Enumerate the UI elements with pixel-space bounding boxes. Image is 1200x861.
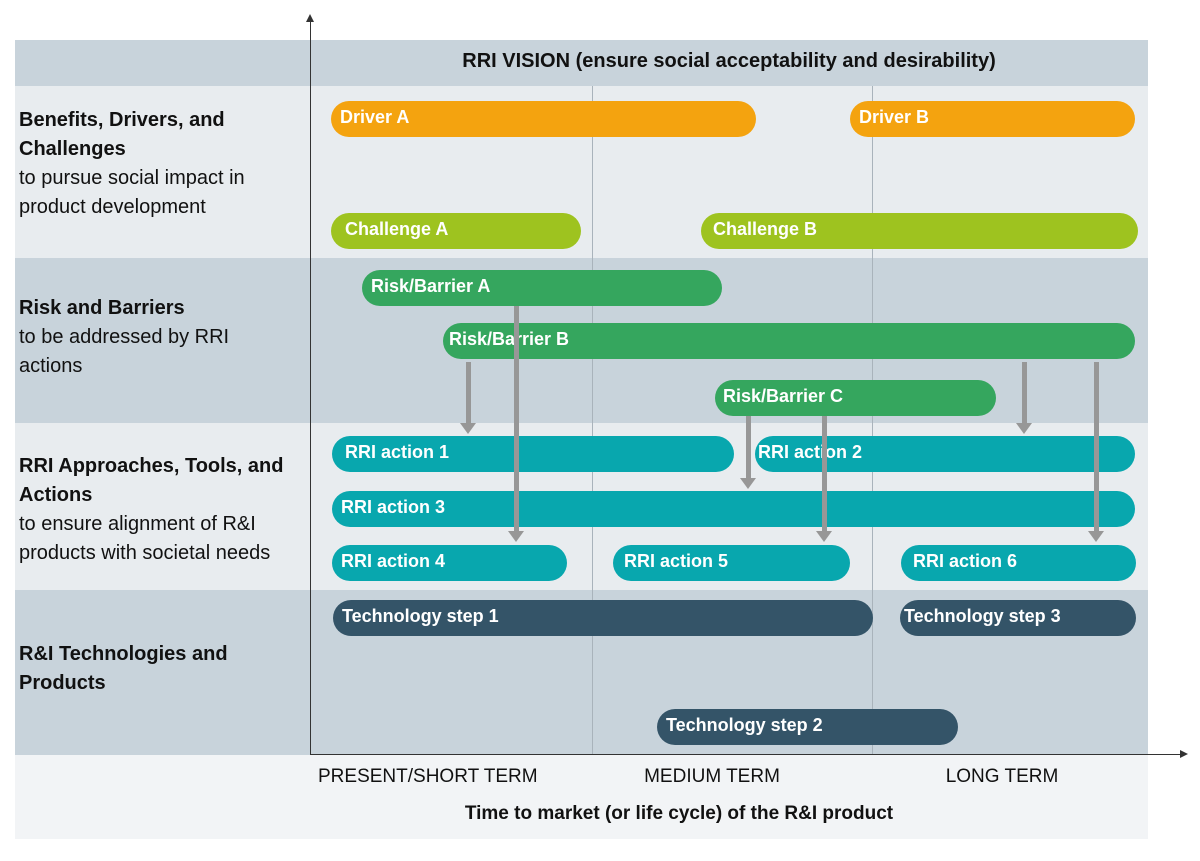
risk-barrier-c-bar: Risk/Barrier C: [715, 380, 996, 416]
row-label-risks: Risk and Barriers to be addressed by RRI…: [19, 294, 249, 381]
rri-action-3-bar: RRI action 3: [332, 491, 1135, 527]
challenge-b-bar: Challenge B: [701, 213, 1138, 249]
technology-step-1-bar: Technology step 1: [333, 600, 873, 636]
vision-title: RRI VISION (ensure social acceptability …: [462, 50, 996, 72]
arrow-risk-a-to-action-4: [508, 306, 524, 542]
rri-action-2-bar: RRI action 2: [755, 436, 1135, 472]
challenge-a-bar: Challenge A: [331, 213, 581, 249]
medium-term-divider: [592, 86, 593, 755]
term-long: LONG TERM: [945, 766, 1059, 787]
driver-b-bar: Driver B: [850, 101, 1135, 137]
x-axis-title: Time to market (or life cycle) of the R&…: [464, 803, 894, 824]
row-subtitle-benefits: to pursue social impact in product devel…: [19, 167, 245, 218]
arrow-risk-b-to-action-2: [1016, 362, 1032, 434]
term-medium: MEDIUM TERM: [644, 766, 780, 787]
row-subtitle-risks: to be addressed by RRI actions: [19, 326, 230, 377]
footer-band: [15, 755, 1148, 839]
row-title-benefits: Benefits, Drivers, and Challenges: [19, 109, 225, 160]
row-title-technology: R&I Technologies and Products: [19, 643, 228, 694]
rri-action-4-bar: RRI action 4: [332, 545, 567, 581]
risk-barrier-a-bar: Risk/Barrier A: [362, 270, 722, 306]
driver-a-bar: Driver A: [331, 101, 756, 137]
risk-barrier-b-bar: Risk/Barrier B: [443, 323, 1135, 359]
technology-step-3-bar: Technology step 3: [900, 600, 1136, 636]
x-axis-line: [310, 754, 1182, 755]
long-term-divider: [872, 86, 873, 755]
vision-band: [15, 40, 1148, 86]
row-title-actions: RRI Approaches, Tools, and Actions: [19, 455, 284, 506]
row-title-risks: Risk and Barriers: [19, 297, 185, 319]
arrow-risk-b-to-action-6: [1088, 362, 1104, 542]
row-label-actions: RRI Approaches, Tools, and Actions to en…: [19, 452, 304, 568]
technology-step-2-bar: Technology step 2: [657, 709, 958, 745]
arrow-risk-b-to-action-1: [460, 362, 476, 434]
row-label-technology: R&I Technologies and Products: [19, 640, 259, 698]
row-label-benefits: Benefits, Drivers, and Challenges to pur…: [19, 106, 299, 222]
term-present-short: PRESENT/SHORT TERM: [318, 766, 538, 787]
y-axis-line: [310, 20, 311, 755]
arrow-risk-c-to-action-3: [740, 416, 756, 489]
x-axis-arrowhead: [1180, 750, 1188, 758]
rri-action-1-bar: RRI action 1: [332, 436, 734, 472]
y-axis-arrowhead: [306, 14, 314, 22]
row-subtitle-actions: to ensure alignment of R&I products with…: [19, 513, 271, 564]
arrow-risk-c-to-action-5: [816, 416, 832, 542]
rri-action-5-bar: RRI action 5: [613, 545, 850, 581]
rri-action-6-bar: RRI action 6: [901, 545, 1136, 581]
